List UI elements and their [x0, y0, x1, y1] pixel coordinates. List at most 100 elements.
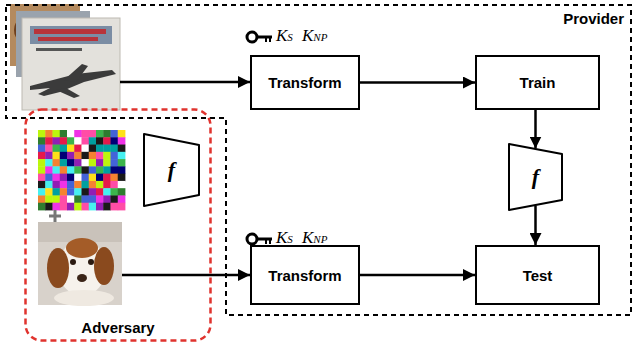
noise-pixel	[38, 195, 46, 203]
noise-pixel	[96, 152, 104, 160]
adversary-input-line	[122, 274, 212, 277]
noise-pixel	[67, 181, 75, 189]
noise-pixel	[60, 130, 68, 138]
process-box: Test	[475, 245, 600, 305]
noise-pixel	[38, 152, 46, 160]
noise-pixel	[89, 152, 97, 160]
noise-pixel	[38, 188, 46, 196]
noise-pixel	[74, 174, 82, 182]
noise-pixel	[45, 203, 53, 211]
noise-pixel	[38, 166, 46, 174]
noise-pixel	[53, 188, 61, 196]
key-icon	[269, 37, 271, 42]
noise-pixel	[82, 188, 90, 196]
noise-pixel	[103, 137, 111, 145]
process-box: Transform	[250, 245, 360, 305]
noise-pixel	[111, 174, 119, 182]
noise-pixel	[38, 145, 46, 153]
training-images	[22, 18, 120, 110]
training-images	[64, 64, 88, 82]
region-title: Adversary	[81, 319, 154, 336]
key-icon	[265, 239, 267, 244]
noise-pixel	[53, 166, 61, 174]
box-label: Train	[520, 74, 556, 91]
process-box: Transform	[250, 55, 360, 110]
noise-pixel	[96, 195, 104, 203]
noise-pixel	[82, 137, 90, 145]
model-trapezoid: f	[508, 143, 563, 211]
noise-pixel	[89, 130, 97, 138]
dog-image	[94, 247, 114, 285]
noise-pixel	[118, 188, 126, 196]
noise-pixel	[82, 130, 90, 138]
key-label: KNP	[302, 27, 327, 44]
noise-pixel	[96, 181, 104, 189]
model-symbol: f	[532, 164, 539, 190]
noise-pixel	[118, 159, 126, 167]
key-icon	[247, 32, 272, 42]
noise-pixel	[74, 166, 82, 174]
noise-pixel	[103, 152, 111, 160]
noise-pixel	[96, 166, 104, 174]
noise-pixel	[96, 174, 104, 182]
training-images	[34, 29, 106, 34]
input-arrow	[120, 81, 250, 84]
noise-pixel	[89, 188, 97, 196]
noise-pixel	[118, 166, 126, 174]
noise-pixel	[74, 137, 82, 145]
noise-pixel	[53, 137, 61, 145]
noise-pixel	[53, 174, 61, 182]
region-title: Provider	[563, 10, 624, 27]
noise-pixel	[45, 181, 53, 189]
noise-pixel	[103, 188, 111, 196]
noise-pixel	[111, 152, 119, 160]
noise-pixel	[53, 181, 61, 189]
noise-pixel	[74, 203, 82, 211]
noise-pixel	[74, 188, 82, 196]
noise-pixel	[111, 166, 119, 174]
dog-image	[54, 290, 114, 306]
training-images	[36, 48, 82, 51]
box-label: Transform	[268, 267, 341, 284]
key-icon	[247, 32, 257, 42]
noise-pixel	[89, 203, 97, 211]
noise-pixel	[45, 137, 53, 145]
noise-pixel	[89, 166, 97, 174]
noise-pixel	[74, 159, 82, 167]
training-images	[38, 37, 98, 41]
noise-pixel	[89, 174, 97, 182]
noise-pixel	[53, 130, 61, 138]
noise-pixel	[67, 152, 75, 160]
noise-pixel	[89, 137, 97, 145]
dog-image	[47, 248, 69, 288]
noise-pixel	[45, 188, 53, 196]
noise-pixel	[38, 181, 46, 189]
noise-pixel	[74, 181, 82, 189]
noise-pixel	[67, 174, 75, 182]
noise-pixel	[82, 145, 90, 153]
flow-arrow	[534, 110, 537, 149]
noise-pixel	[60, 137, 68, 145]
noise-pixel	[38, 137, 46, 145]
noise-pixel	[60, 145, 68, 153]
dog-image	[70, 259, 76, 265]
noise-pixel	[67, 195, 75, 203]
dog-image	[66, 238, 98, 258]
noise-pixel	[67, 159, 75, 167]
provider-region: ProviderTransformTrainfTransformTest	[5, 4, 632, 316]
noise-pixel	[89, 145, 97, 153]
noise-pixel	[82, 166, 90, 174]
noise-pixel	[111, 145, 119, 153]
flow-arrow	[360, 274, 475, 277]
noise-pixel	[53, 145, 61, 153]
key-icon	[247, 234, 272, 244]
noise-pixel	[53, 203, 61, 211]
noise-pixel	[38, 130, 46, 138]
noise-pixel	[103, 145, 111, 153]
key-label: KS	[276, 27, 293, 44]
process-box: Train	[475, 55, 600, 110]
noise-pixel	[89, 181, 97, 189]
noise-pixel	[103, 203, 111, 211]
noise-pixel	[45, 174, 53, 182]
noise-pixel	[82, 159, 90, 167]
